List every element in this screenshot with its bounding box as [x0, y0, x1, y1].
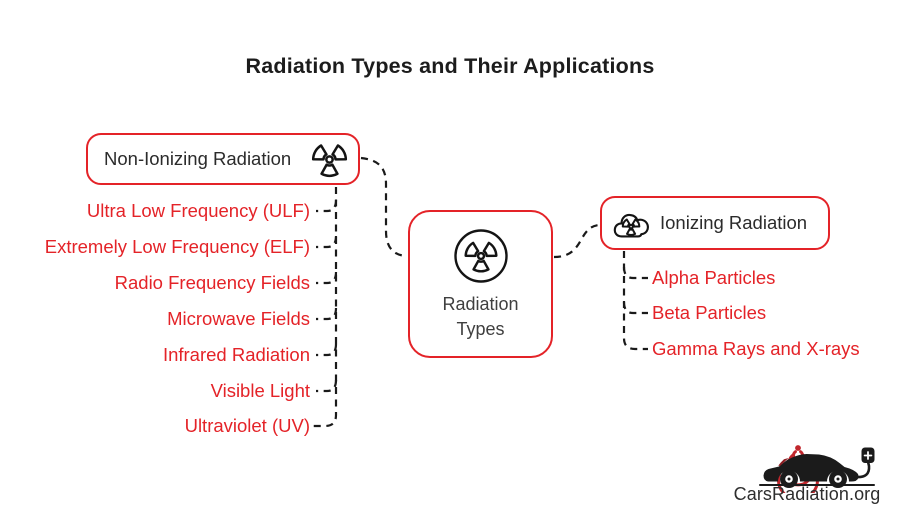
- item-elf: Extremely Low Frequency (ELF): [44, 236, 310, 257]
- car-silhouette: [763, 454, 859, 482]
- non-ionizing-label: Non-Ionizing Radiation: [104, 148, 292, 169]
- item-ultraviolet: Ultraviolet (UV): [184, 415, 310, 436]
- node-non-ionizing-radiation: Non-Ionizing Radiation: [86, 133, 360, 185]
- node-radiation-types: Radiation Types: [408, 210, 553, 358]
- page-title: Radiation Types and Their Applications: [245, 54, 655, 78]
- brand-text: CarsRadiation.org: [733, 484, 881, 504]
- ionizing-label: Ionizing Radiation: [660, 212, 808, 233]
- brand-logo: CarsRadiation.org: [722, 421, 892, 505]
- item-infrared: Infrared Radiation: [162, 344, 310, 365]
- edge-nonionizing-center: [360, 156, 407, 258]
- radiation-trefoil-icon: [311, 141, 348, 178]
- edge-center-ionizing: [553, 223, 600, 259]
- radiation-types-label: Radiation Types: [442, 293, 519, 339]
- edge-left-trunk: [312, 187, 338, 428]
- radiation-cloud-icon: [611, 205, 652, 242]
- item-radio-frequency: Radio Frequency Fields: [114, 272, 310, 293]
- item-visible-light: Visible Light: [210, 380, 310, 401]
- item-ulf: Ultra Low Frequency (ULF): [86, 200, 310, 221]
- item-microwave: Microwave Fields: [167, 308, 310, 329]
- item-beta-particles: Beta Particles: [652, 302, 767, 323]
- edge-right-trunk: [622, 251, 648, 351]
- item-alpha-particles: Alpha Particles: [652, 267, 776, 288]
- node-ionizing-radiation: Ionizing Radiation: [600, 196, 830, 250]
- item-gamma-xrays: Gamma Rays and X-rays: [652, 338, 860, 359]
- radiation-circle-icon: [452, 227, 510, 285]
- car-radiation-logo: [759, 445, 875, 493]
